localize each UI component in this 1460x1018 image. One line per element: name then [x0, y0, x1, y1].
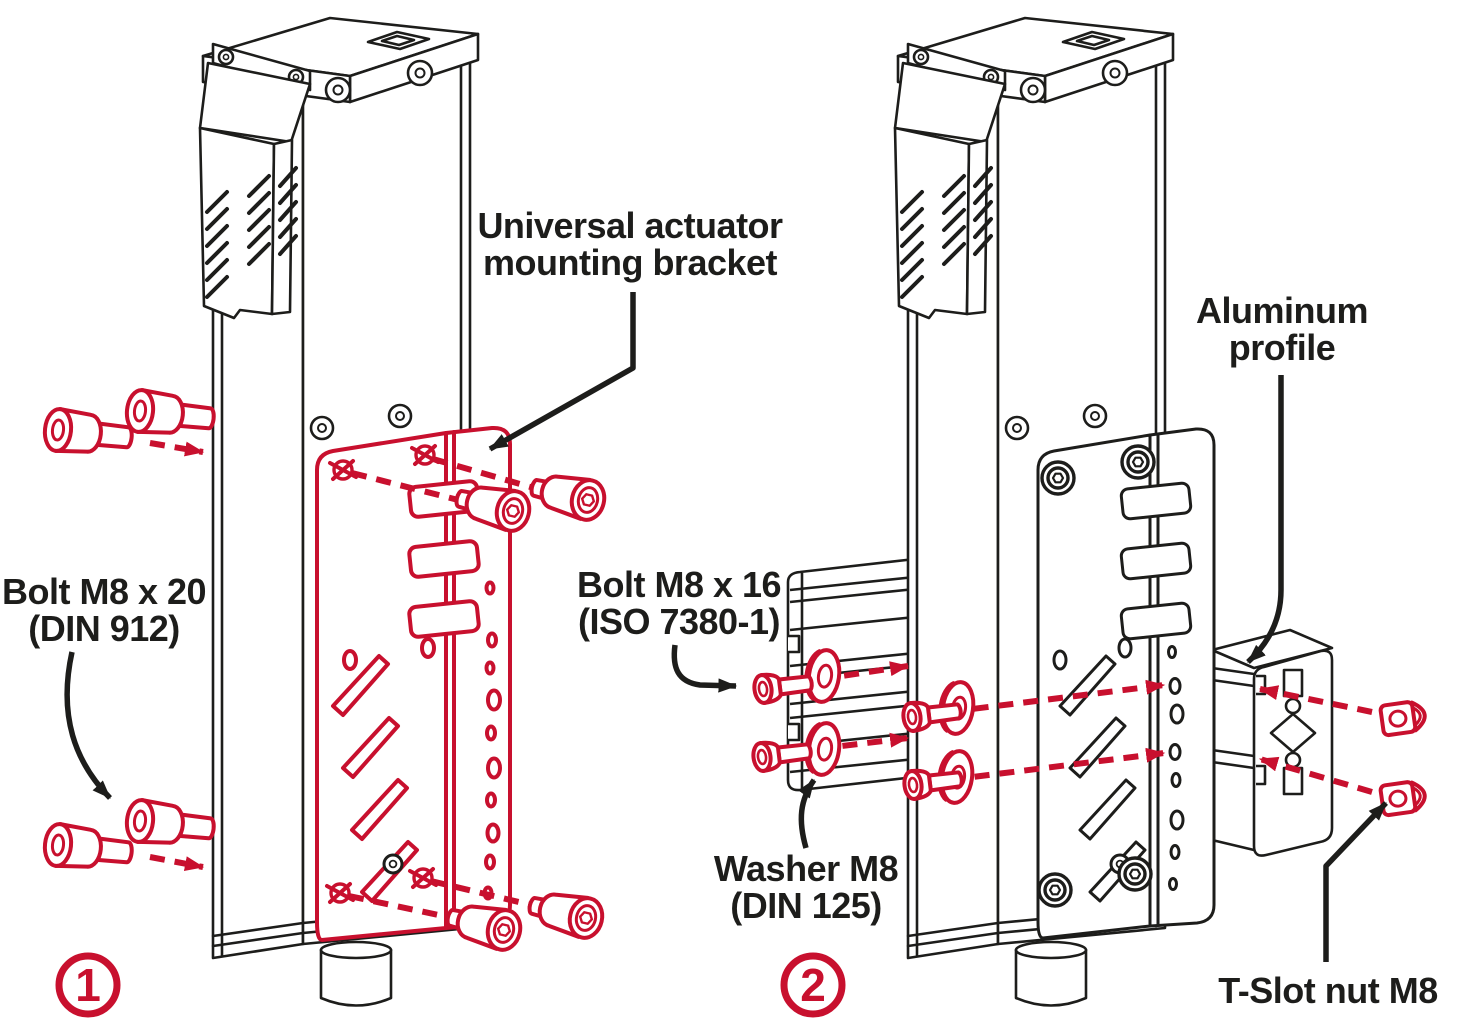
step1-marker: 1: [55, 952, 121, 1018]
installed-bolt-icon: [1120, 444, 1156, 480]
leader-lines-step2: [671, 375, 1388, 962]
mounting-bracket-red: [315, 425, 512, 942]
installed-bolt-icon: [1117, 856, 1153, 892]
installed-bolt-icon: [1037, 872, 1073, 908]
step1-number: 1: [75, 959, 101, 1011]
bolt-m8x20-icon: [122, 796, 218, 852]
step2-marker: 2: [780, 952, 846, 1018]
installed-bolt-icon: [1040, 460, 1076, 496]
aluminum-profile-right: [1210, 628, 1334, 857]
step2-number: 2: [800, 959, 826, 1011]
bracket-holes: [1167, 645, 1185, 891]
screw-position-icon: [328, 459, 358, 481]
mounting-bracket-installed: [1036, 427, 1216, 940]
tslot-nut-icon: [1378, 698, 1429, 738]
torx-through-slot: [382, 853, 404, 875]
step2-assembly: 2: [671, 16, 1429, 1018]
bolt-m8x20-icon: [122, 386, 218, 442]
bolt-m8x20-icon: [523, 883, 609, 944]
bolt-m8x20-icon: [525, 465, 611, 526]
screw-position-icon: [325, 882, 355, 904]
insertion-arrows-step2: [767, 661, 1373, 795]
tslot-nut-icon: [1378, 778, 1429, 818]
leader-lines-step1: [64, 292, 636, 800]
bolt-m8x20-icon: [40, 405, 136, 461]
step1-assembly: 1: [40, 16, 636, 1018]
bracket-holes: [482, 580, 502, 901]
bolt-m8x20-icon: [40, 820, 136, 876]
